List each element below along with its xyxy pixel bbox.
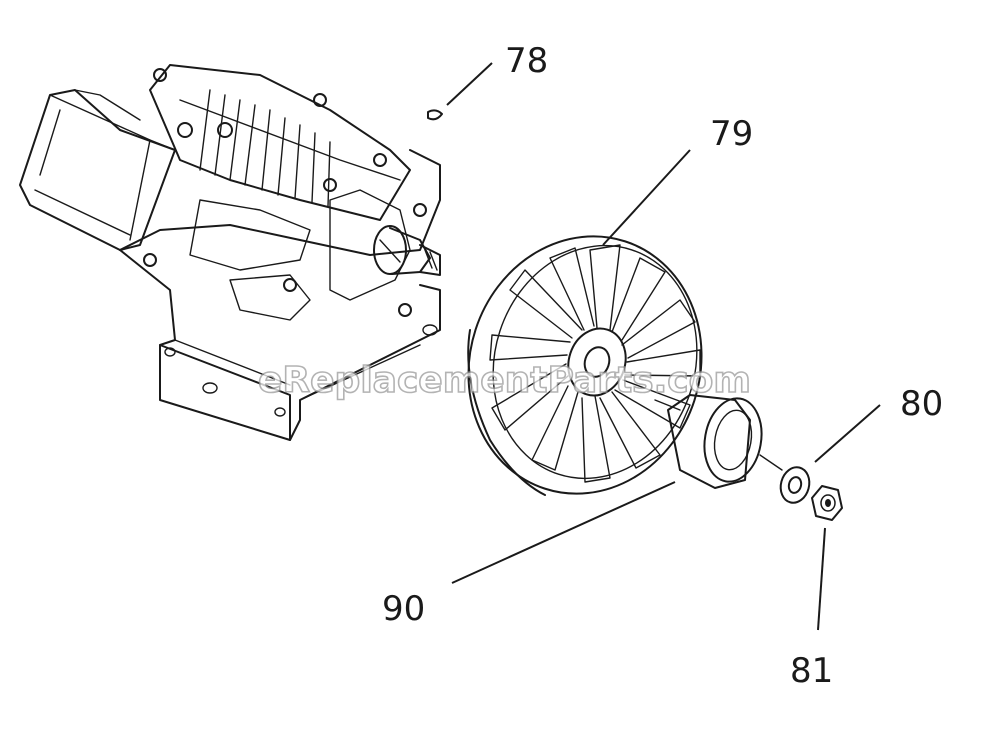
leader-81 bbox=[817, 527, 826, 631]
callout-80: 80 bbox=[900, 384, 943, 424]
engine-assembly bbox=[19, 64, 441, 441]
spacer-cup bbox=[667, 394, 763, 489]
woodruff-key bbox=[427, 109, 443, 121]
flywheel bbox=[467, 235, 703, 496]
callout-79: 79 bbox=[710, 114, 753, 154]
callout-81: 81 bbox=[790, 651, 833, 691]
hex-nut bbox=[811, 485, 843, 521]
leader-80 bbox=[814, 404, 881, 463]
assembly-axis bbox=[654, 399, 783, 471]
washer bbox=[779, 466, 811, 504]
leader-79 bbox=[602, 149, 691, 246]
leader-90 bbox=[451, 481, 676, 584]
watermark: eReplacementParts.com bbox=[258, 360, 751, 401]
leader-78 bbox=[446, 62, 493, 106]
callout-90: 90 bbox=[382, 589, 425, 629]
callout-78: 78 bbox=[505, 41, 548, 81]
